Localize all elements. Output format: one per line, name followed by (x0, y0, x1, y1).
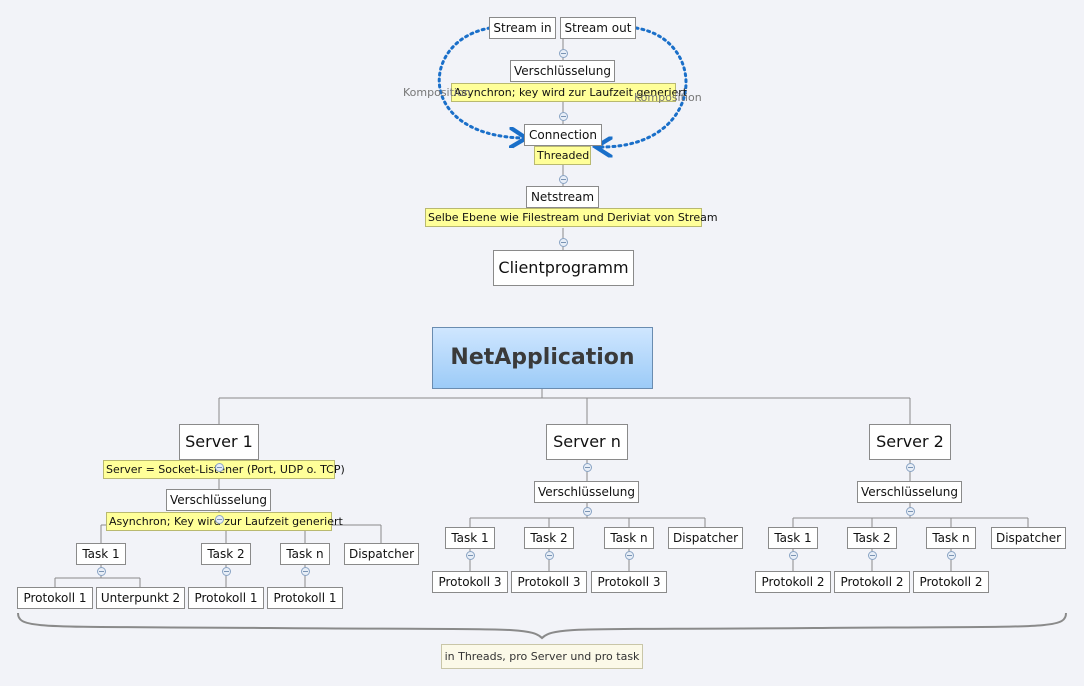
collapse-toggle[interactable] (97, 567, 106, 576)
server-2-dispatcher-node[interactable]: Dispatcher (991, 527, 1066, 549)
server-2-encryption-node[interactable]: Verschlüsselung (857, 481, 962, 503)
collapse-toggle[interactable] (868, 551, 877, 560)
connection-node[interactable]: Connection (524, 124, 602, 146)
composition-relationship-right (600, 26, 688, 147)
client-program-node[interactable]: Clientprogramm (493, 250, 634, 286)
server-n-task-n-node[interactable]: Task n (604, 527, 654, 549)
server-1-task-2-protocol-node[interactable]: Protokoll 1 (188, 587, 264, 609)
server-n-task-1-protocol-node[interactable]: Protokoll 3 (432, 571, 508, 593)
collapse-toggle[interactable] (222, 567, 231, 576)
server-n-task-2-protocol-node[interactable]: Protokoll 3 (511, 571, 587, 593)
server-1-dispatcher-node[interactable]: Dispatcher (344, 543, 419, 565)
collapse-toggle[interactable] (559, 175, 568, 184)
collapse-toggle[interactable] (559, 112, 568, 121)
collapse-toggle[interactable] (301, 567, 310, 576)
server-1-task-n-protocol-node[interactable]: Protokoll 1 (267, 587, 343, 609)
summary-brace (17, 612, 1067, 640)
server-1-task-1-protocol-node[interactable]: Protokoll 1 (17, 587, 93, 609)
collapse-toggle[interactable] (947, 551, 956, 560)
collapse-toggle[interactable] (906, 507, 915, 516)
collapse-toggle[interactable] (215, 463, 224, 472)
collapse-toggle[interactable] (559, 49, 568, 58)
netstream-node[interactable]: Netstream (526, 186, 599, 208)
encryption-node[interactable]: Verschlüsselung (510, 60, 615, 82)
collapse-toggle[interactable] (215, 515, 224, 524)
server-1-task-1-node[interactable]: Task 1 (76, 543, 126, 565)
server-2-task-n-protocol-node[interactable]: Protokoll 2 (913, 571, 989, 593)
netstream-note: Selbe Ebene wie Filestream und Deriviat … (425, 208, 718, 227)
root-node-netapplication[interactable]: NetApplication (432, 327, 653, 389)
collapse-toggle[interactable] (545, 551, 554, 560)
server-n-dispatcher-node[interactable]: Dispatcher (668, 527, 743, 549)
collapse-toggle[interactable] (559, 238, 568, 247)
server-n-encryption-node[interactable]: Verschlüsselung (534, 481, 639, 503)
server-2-task-n-node[interactable]: Task n (926, 527, 976, 549)
server-2-task-1-protocol-node[interactable]: Protokoll 2 (755, 571, 831, 593)
composition-label-left: Komposition (403, 86, 471, 99)
server-1-task-1-subpoint-node[interactable]: Unterpunkt 2 (96, 587, 185, 609)
composition-label-right: Komposition (634, 91, 702, 104)
connection-note: Threaded (534, 146, 591, 165)
server-1-task-2-node[interactable]: Task 2 (201, 543, 251, 565)
collapse-toggle[interactable] (906, 463, 915, 472)
collapse-toggle[interactable] (583, 507, 592, 516)
summary-node[interactable]: in Threads, pro Server und pro task (441, 644, 643, 669)
server-2-task-2-protocol-node[interactable]: Protokoll 2 (834, 571, 910, 593)
server-n-node[interactable]: Server n (546, 424, 628, 460)
server-n-task-2-node[interactable]: Task 2 (524, 527, 574, 549)
server-n-task-1-node[interactable]: Task 1 (445, 527, 495, 549)
collapse-toggle[interactable] (789, 551, 798, 560)
server-2-task-1-node[interactable]: Task 1 (768, 527, 818, 549)
stream-out-node[interactable]: Stream out (560, 17, 636, 39)
composition-relationship-left (437, 26, 522, 138)
server-1-task-n-node[interactable]: Task n (280, 543, 330, 565)
collapse-toggle[interactable] (625, 551, 634, 560)
server-n-task-n-protocol-node[interactable]: Protokoll 3 (591, 571, 667, 593)
collapse-toggle[interactable] (583, 463, 592, 472)
server-1-node[interactable]: Server 1 (179, 424, 259, 460)
encryption-note: Asynchron; key wird zur Laufzeit generie… (451, 83, 687, 102)
server-1-encryption-node[interactable]: Verschlüsselung (166, 489, 271, 511)
server-2-task-2-node[interactable]: Task 2 (847, 527, 897, 549)
server-2-node[interactable]: Server 2 (869, 424, 951, 460)
stream-in-node[interactable]: Stream in (489, 17, 556, 39)
collapse-toggle[interactable] (466, 551, 475, 560)
